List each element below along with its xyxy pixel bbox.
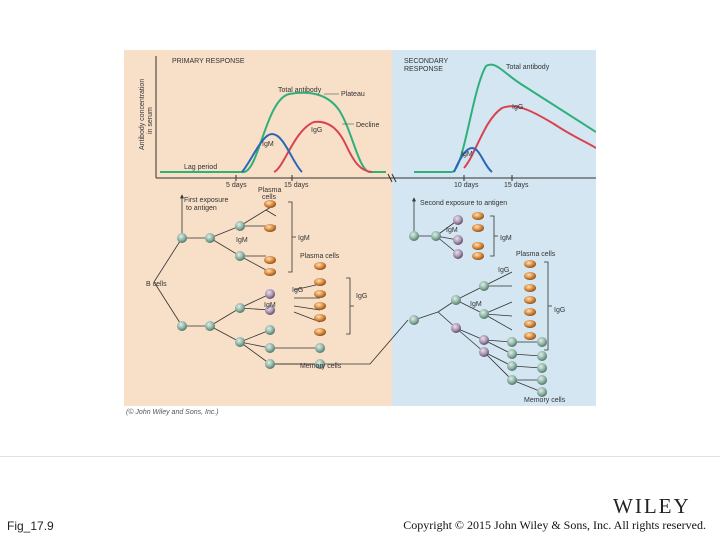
label-10-days: 10 days xyxy=(454,182,479,189)
label-memory-cells: Memory cells xyxy=(300,363,342,370)
primary-panel xyxy=(124,50,392,406)
label-15-days: 15 days xyxy=(284,182,309,189)
label-secondary-memory-cells: Memory cells xyxy=(524,397,566,404)
label-igm-right: IgM xyxy=(298,235,310,242)
primary-heading: PRIMARY RESPONSE xyxy=(172,58,245,65)
label-5-days: 5 days xyxy=(226,182,247,189)
secondary-plasma-cells xyxy=(472,212,536,340)
bracket-igm-secondary xyxy=(490,215,498,257)
footer-divider xyxy=(0,456,720,457)
label-secondary-igg: IgG xyxy=(512,104,523,111)
secondary-cell-lineage xyxy=(412,197,543,393)
immune-response-figure: PRIMARY RESPONSE Antibody concentration … xyxy=(124,50,596,406)
secondary-igg-cells xyxy=(451,215,489,357)
label-igm-left: IgM xyxy=(236,237,248,244)
primary-igg-cells xyxy=(265,289,275,315)
label-secondary-igm-low: IgM xyxy=(470,301,482,308)
figure-label: Fig_17.9 xyxy=(7,519,54,533)
secondary-memory-cells xyxy=(507,337,547,397)
label-secondary-total-antibody: Total antibody xyxy=(506,64,550,71)
label-secondary-igg-cell: IgG xyxy=(498,267,509,274)
label-igg: IgG xyxy=(311,127,322,134)
label-secondary-igm: IgM xyxy=(461,151,473,158)
primary-b-cells xyxy=(177,221,245,347)
label-decline: Decline xyxy=(356,122,379,129)
label-plasma-cells-top-1: Plasma xyxy=(258,187,281,194)
bracket-igm-primary xyxy=(288,201,296,273)
label-secondary-igm-cell: IgM xyxy=(446,227,458,234)
label-secondary-igm-right: IgM xyxy=(500,235,512,242)
label-igg-left: IgG xyxy=(292,287,303,294)
label-first-exposure-1: First exposure xyxy=(184,197,228,204)
y-axis-label-1: Antibody concentration xyxy=(139,79,146,150)
label-igg-right: IgG xyxy=(356,293,367,300)
primary-memory-cells xyxy=(265,325,325,369)
label-igm-low: IgM xyxy=(264,302,276,309)
secondary-b-cells xyxy=(409,231,489,325)
label-b-cells: B cells xyxy=(146,281,167,288)
label-total-antibody: Total antibody xyxy=(278,87,322,94)
label-secondary-plasma-cells: Plasma cells xyxy=(516,251,556,258)
primary-igm-curve xyxy=(241,132,303,173)
axis-break xyxy=(387,173,397,183)
label-plasma-cells-top-2: cells xyxy=(262,194,277,201)
primary-total-antibody-curve xyxy=(160,91,386,173)
secondary-heading-2: RESPONSE xyxy=(404,66,443,73)
label-lag-period: Lag period xyxy=(184,164,217,171)
secondary-heading-1: SECONDARY xyxy=(404,58,449,65)
label-plasma-cells-mid: Plasma cells xyxy=(300,253,340,260)
secondary-igm-curve xyxy=(453,146,493,173)
image-credit: (© John Wiley and Sons, Inc.) xyxy=(126,409,219,416)
label-igm: IgM xyxy=(262,141,274,148)
primary-plasma-igm-cells xyxy=(264,200,326,336)
y-axis-label-2: in serum xyxy=(147,107,154,134)
label-first-exposure-2: to antigen xyxy=(186,205,217,212)
publisher-logo: WILEY xyxy=(613,494,691,518)
label-plateau: Plateau xyxy=(341,91,365,98)
bracket-igg-secondary xyxy=(544,261,552,351)
copyright-notice: Copyright © 2015 John Wiley & Sons, Inc.… xyxy=(403,518,706,532)
secondary-igg-curve xyxy=(463,105,596,169)
label-second-exposure: Second exposure to antigen xyxy=(420,200,507,207)
label-secondary-igg-right: IgG xyxy=(554,307,565,314)
secondary-total-antibody-curve xyxy=(414,63,596,173)
bracket-igg-primary xyxy=(346,277,354,335)
label-secondary-15-days: 15 days xyxy=(504,182,529,189)
